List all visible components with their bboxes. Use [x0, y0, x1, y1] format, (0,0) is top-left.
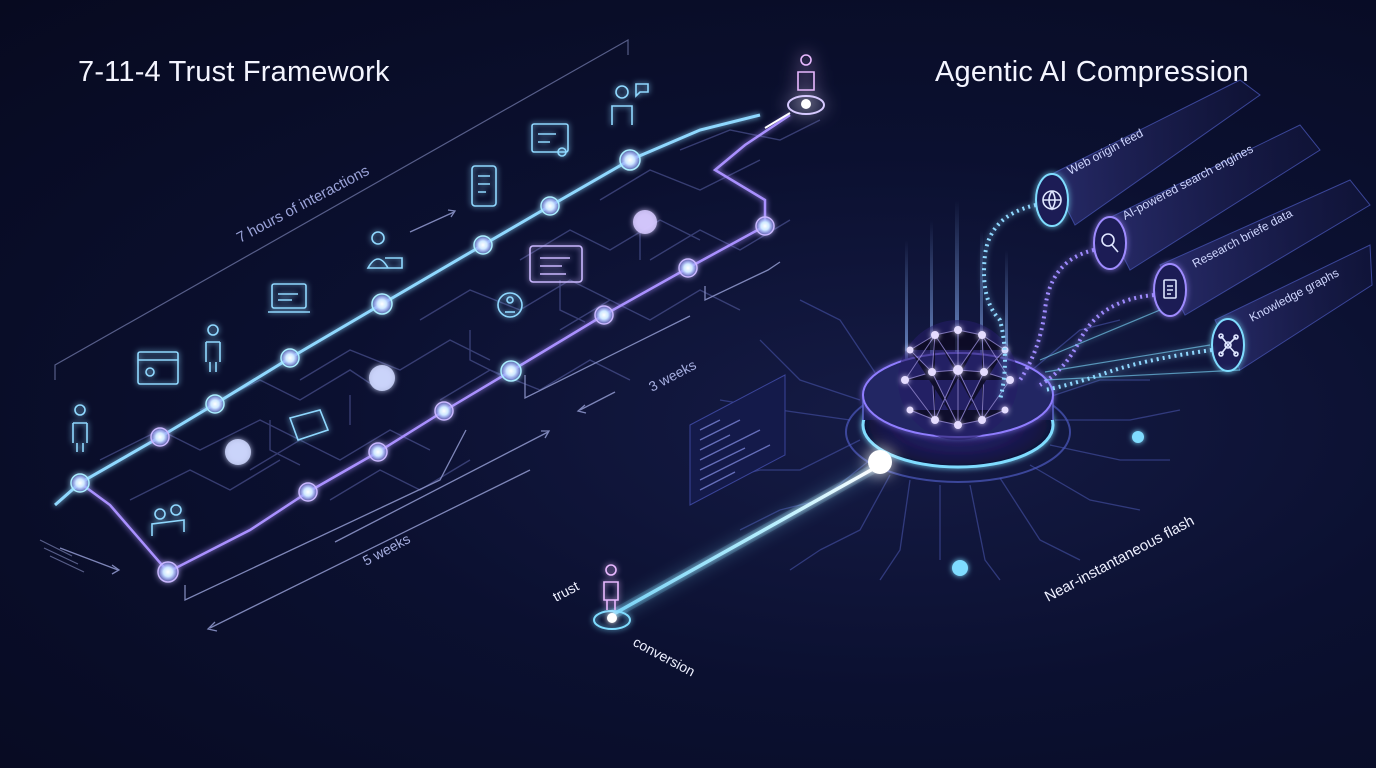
tablet-icon [471, 165, 497, 207]
left-panel-title: 7-11-4 Trust Framework [78, 56, 390, 88]
persona-icons [72, 83, 649, 536]
journey-nodes [70, 149, 775, 583]
flash-beam [593, 450, 892, 630]
customer-person-icon [603, 564, 619, 610]
conversion-label: conversion [631, 634, 698, 680]
duration-3-weeks: 3 weeks [646, 356, 699, 394]
source-tubes [1035, 79, 1373, 372]
magnifier-icon [1101, 233, 1119, 253]
laptop-icon [268, 283, 310, 313]
browser-window-icon [137, 351, 179, 385]
source-icons [1042, 190, 1239, 357]
span-label: 7 hours of interactions [234, 162, 372, 246]
document-icon [529, 245, 583, 283]
flash-label: Near-instantaneous flash [1042, 512, 1197, 605]
user-laptop-icon [366, 231, 403, 269]
source-tube-search [1093, 124, 1321, 271]
source-tube-web [1035, 79, 1261, 227]
lock-user-icon [497, 292, 523, 318]
right-panel-title: Agentic AI Compression [935, 56, 1249, 88]
hatch-lines [39, 539, 85, 573]
globe-icon [1042, 190, 1062, 211]
span-bracket [54, 38, 629, 380]
light-rays [905, 200, 1008, 380]
folder-icon [288, 409, 330, 442]
neural-network-sphere [898, 320, 1018, 440]
meeting-icon [151, 504, 185, 536]
network-graph-icon [1218, 333, 1239, 357]
circuit-dot [952, 560, 968, 576]
trust-label: trust [550, 578, 582, 605]
data-streams [982, 203, 1241, 401]
person-icon [205, 324, 221, 372]
circuit-dot [1132, 431, 1144, 443]
left-framework: 7 hours of interactions 3 weeks 5 weeks [39, 38, 825, 632]
person-icon [72, 404, 88, 452]
document-icon [1163, 279, 1177, 299]
duration-markers [59, 209, 781, 632]
duration-5-weeks: 5 weeks [360, 530, 413, 568]
search-page-icon [531, 123, 569, 157]
code-panel [689, 374, 786, 506]
goal-person-icon [787, 54, 825, 115]
chat-person-icon [611, 83, 649, 125]
goal-arrow [764, 112, 791, 129]
circuit-traces [99, 119, 821, 501]
